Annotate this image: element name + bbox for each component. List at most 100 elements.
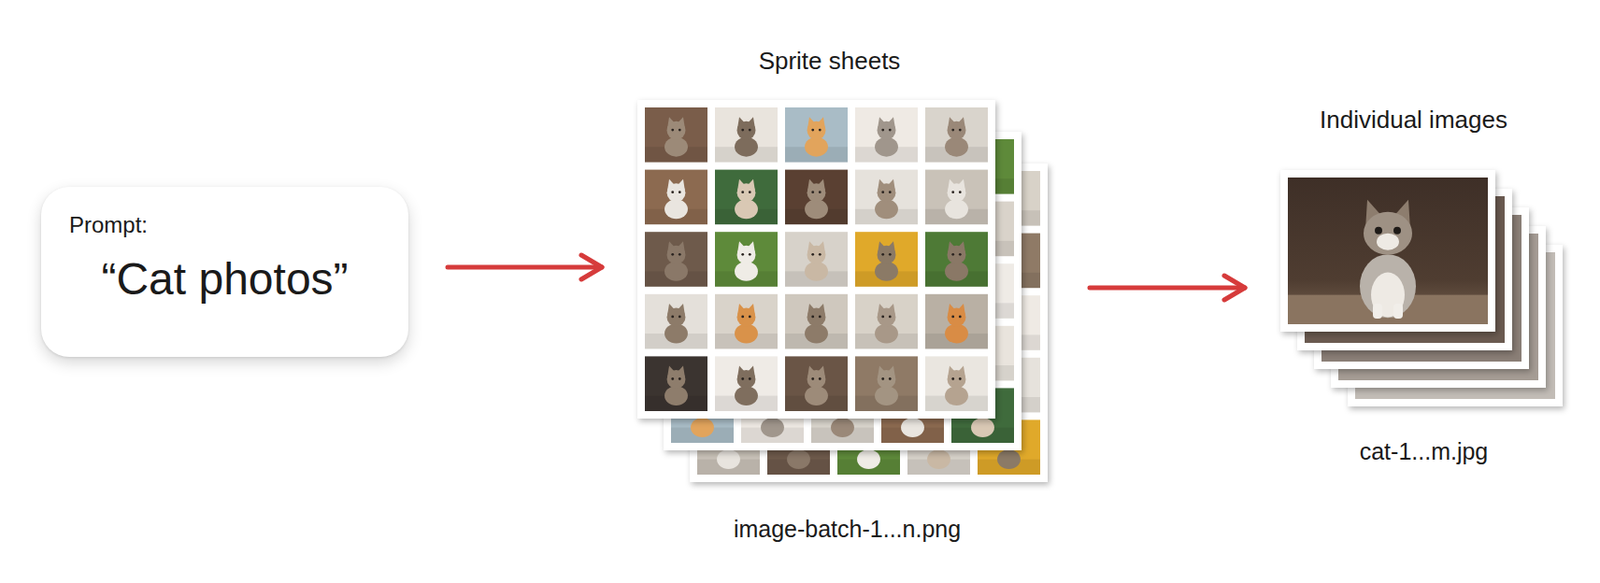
cat-body [664,385,688,406]
arrow-connector [447,255,602,280]
cat-eye [818,190,822,194]
cat-eye [671,315,674,319]
cat-eye [741,315,744,319]
cat-eye [811,377,815,381]
cat-body [944,199,969,219]
connector-line [447,265,602,271]
cat-body [857,449,881,470]
cat-eye [1374,227,1383,235]
cat-body [874,261,899,282]
cat-eye [678,190,682,194]
cat-body [804,324,829,344]
cat-eye [811,253,815,257]
cat-eye [748,377,752,381]
cat-head [807,183,827,202]
cat-head [947,183,967,202]
cat-body [664,137,688,158]
cat-eye [811,128,815,132]
photo-cell [714,231,778,287]
cat-body [760,417,785,438]
cat-body [734,324,758,344]
image-card-stack [1280,170,1563,407]
cat-eye [951,190,955,194]
cat-body [690,417,715,438]
cat-body [804,385,829,406]
cat-head [947,245,967,265]
cat-eye [958,377,962,381]
cat-eye [671,190,674,194]
cat-body [734,199,758,219]
photo-cell [785,170,848,226]
cat-eye [881,315,885,319]
cat-eye [748,315,752,319]
cat-eye [888,253,892,257]
photo-cell [785,107,848,163]
cat-eye [811,190,815,194]
cat-eye [678,377,682,381]
cat-body [874,385,899,406]
cat-eye [951,253,955,257]
node-heading: Prompt: [69,211,381,240]
cat-body [971,417,995,438]
cat-eye [881,377,885,381]
cat-body [944,137,969,158]
cat-eye [888,377,892,381]
cat-eye [958,128,962,132]
cat-head [667,245,686,265]
node-heading: Sprite sheets [622,46,1037,75]
cat-head [737,245,757,265]
cat-eye [881,253,885,257]
cat-body [734,385,758,406]
photo-cell [925,294,988,350]
cat-eye [818,377,822,381]
cat-head [667,307,686,327]
cat-eye [818,253,822,257]
cat-body [944,261,969,282]
cat-body [786,449,811,470]
cat-eye [881,190,885,194]
photo-cell [925,170,988,226]
image-card [1280,170,1496,332]
cat-eye [958,315,962,319]
photo-cell [855,107,918,163]
photo-cell [785,294,848,350]
cat-eye [678,253,682,257]
cat-eye [741,377,744,381]
cat-body [804,261,829,282]
photo-cell [644,107,708,163]
node-heading: Individual images [1272,105,1555,134]
cat-head [667,370,686,389]
cat-eye [741,253,744,257]
photo-cell [714,294,778,350]
cat-body [804,199,829,219]
cat-eye [888,315,892,319]
photo-cell [925,356,988,412]
card-frame [1280,170,1496,332]
cat-eye [811,315,815,319]
photo-cell [855,294,918,350]
sprite-sheet-stack [637,100,1048,483]
sheet-paper [637,100,996,419]
cat-head [737,121,757,141]
sprite-sheet [637,100,996,419]
cat-eye [678,315,682,319]
cat-head [737,183,757,202]
cat-head [667,183,686,202]
cat-head [947,121,967,141]
cat-head [737,307,757,327]
cat-body [900,417,925,438]
cat-eye [818,128,822,132]
arrow-head [581,255,602,280]
cat-head [947,370,967,389]
cat-head [807,307,827,327]
cat-body [874,324,899,344]
arrow-connector [1089,275,1245,300]
cat-body [1359,254,1416,318]
cat-head [807,370,827,389]
photo-cell [855,356,918,412]
cat-head [737,370,757,389]
cat-eye [748,128,752,132]
photo-cell [644,356,708,412]
cat-eye [671,128,674,132]
cat-body [734,261,758,282]
